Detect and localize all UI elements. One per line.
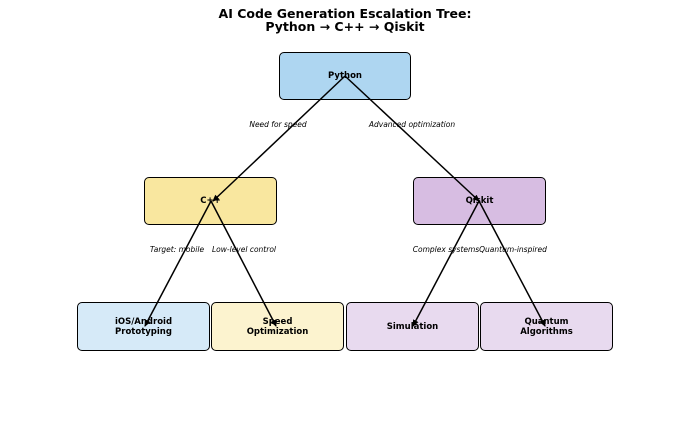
diagram-title-line-1: AI Code Generation Escalation Tree: bbox=[218, 6, 472, 21]
edge-label-need-for-speed: Need for speed bbox=[249, 120, 307, 129]
edge-python-to-cpp bbox=[212, 75, 346, 202]
node-simulation: Simulation bbox=[346, 302, 479, 351]
edge-qiskit-to-simulation bbox=[412, 200, 480, 327]
edge-label-quantum-inspired: Quantum-inspired bbox=[479, 245, 547, 254]
edge-label-target-mobile: Target: mobile bbox=[149, 245, 205, 254]
node-ios-android-prototyping: iOS/Android Prototyping bbox=[77, 302, 210, 351]
diagram-title-line-2: Python → C++ → Qiskit bbox=[265, 19, 425, 34]
edge-qiskit-to-quantum bbox=[478, 200, 546, 327]
node-quantum-algorithms: Quantum Algorithms bbox=[480, 302, 613, 351]
edge-label-complex-systems: Complex systems bbox=[412, 245, 480, 254]
node-speed-optimization: Speed Optimization bbox=[211, 302, 344, 351]
edge-label-low-level-control: Low-level control bbox=[212, 245, 276, 254]
edge-cpp-to-ios bbox=[144, 200, 212, 327]
edge-python-to-qiskit bbox=[344, 75, 480, 202]
node-qiskit: Qiskit bbox=[413, 177, 546, 225]
edge-cpp-to-speed bbox=[210, 200, 277, 327]
edge-label-advanced-optimization: Advanced optimization bbox=[368, 120, 456, 129]
